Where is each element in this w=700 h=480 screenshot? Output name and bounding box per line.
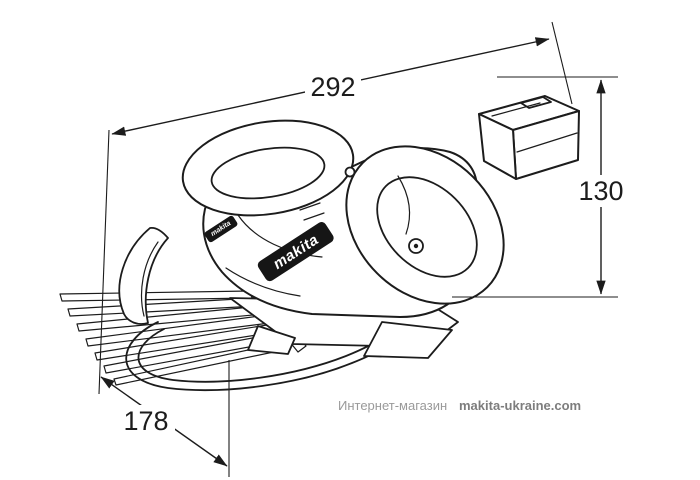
brand-plate-small-bg bbox=[204, 215, 238, 243]
dimension-depth-label-bg bbox=[117, 405, 175, 436]
body-contour bbox=[225, 267, 301, 297]
lock-button bbox=[344, 166, 356, 178]
watermark-prefix: Интернет-магазин bbox=[338, 398, 447, 413]
dimension-width: 292 bbox=[98, 21, 573, 395]
dimension-width-label: 292 bbox=[310, 72, 355, 102]
dimension-height-label-bg bbox=[577, 175, 625, 207]
grass-shield-contour bbox=[141, 241, 159, 317]
front-handle-hole bbox=[210, 146, 326, 200]
extension-line-left bbox=[98, 129, 110, 395]
grass-shield bbox=[118, 226, 169, 325]
front-foot bbox=[247, 325, 296, 355]
watermark-site: makita-ukraine.com bbox=[459, 398, 581, 413]
trigger bbox=[397, 175, 411, 235]
extension-line-right bbox=[551, 21, 573, 105]
rear-handle-hole bbox=[376, 176, 478, 278]
dimension-height: 130 bbox=[452, 76, 625, 298]
body-contour bbox=[237, 214, 323, 258]
hardware-details bbox=[408, 238, 424, 254]
pivot-screw-center bbox=[413, 243, 419, 249]
watermark: Интернет-магазин makita-ukraine.com bbox=[338, 398, 581, 413]
dimension-depth-label: 178 bbox=[123, 406, 168, 436]
dimension-depth: 178 bbox=[100, 360, 230, 477]
dimension-height-label: 130 bbox=[578, 176, 623, 206]
battery-pack bbox=[478, 95, 580, 180]
battery-seam bbox=[516, 132, 578, 153]
rear-skid bbox=[363, 321, 453, 359]
dimension-width-label-bg bbox=[305, 71, 361, 102]
brand-plate-bg bbox=[257, 222, 334, 282]
rear-handle bbox=[344, 145, 505, 305]
